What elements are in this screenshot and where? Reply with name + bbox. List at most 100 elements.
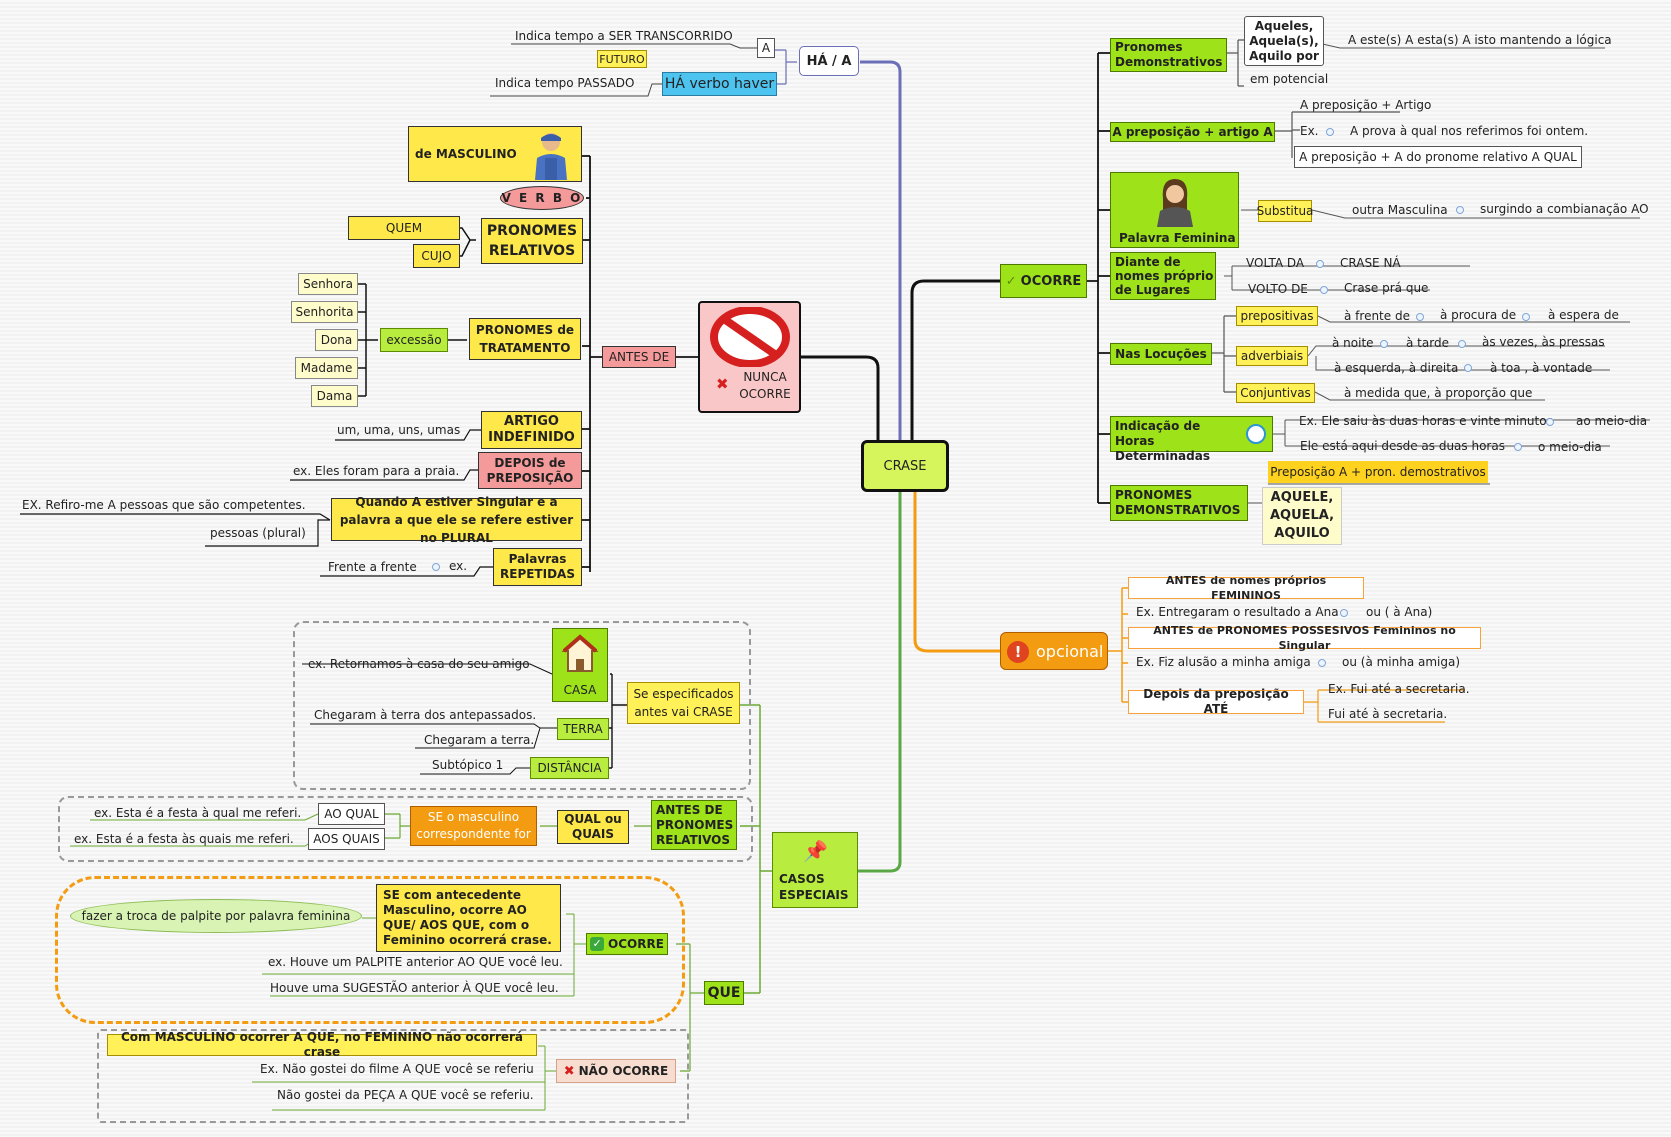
collapse-toggle[interactable] — [1546, 418, 1554, 426]
node-preposicao-artigo[interactable]: A preposição + artigo A — [1110, 122, 1275, 142]
node-que-ocorre[interactable]: ✓ OCORRE — [586, 933, 668, 955]
text-repetidas-ex: ex. — [449, 559, 468, 573]
check-icon: ✓ — [1005, 273, 1017, 289]
node-cujo[interactable]: CUJO — [413, 244, 460, 268]
node-horas[interactable]: Indicação de Horas Determinadas — [1110, 416, 1273, 463]
node-verbo[interactable]: V E R B O — [500, 186, 584, 210]
node-quem[interactable]: QUEM — [348, 216, 460, 240]
node-se-masculino[interactable]: SE o masculino correspondente for — [410, 806, 537, 846]
node-opcional[interactable]: ! opcional — [1000, 632, 1108, 670]
group-que-ocorre — [55, 876, 685, 1024]
node-singular-plural[interactable]: Quando A estiver Singular e a palavra a … — [331, 495, 582, 545]
node-prep-artigo-3[interactable]: A preposição + A do pronome relativo A Q… — [1294, 146, 1582, 168]
x-mark-icon: ✖ — [716, 375, 729, 393]
node-nao-desc[interactable]: Com MASCULINO ocorrer A QUE, no FEMININO… — [107, 1030, 537, 1059]
node-que[interactable]: QUE — [704, 981, 744, 1005]
collapse-toggle[interactable] — [1416, 313, 1424, 321]
collapse-toggle[interactable] — [1456, 206, 1464, 214]
node-artigo-indefinido[interactable]: ARTIGO INDEFINIDO — [481, 411, 582, 449]
node-ha-verbo-haver[interactable]: HÁ verbo haver — [662, 72, 777, 96]
text-opcional-ex1b: ou ( à Ana) — [1366, 605, 1433, 619]
node-que-antecedente[interactable]: SE com antecedente Masculino, ocorre AO … — [376, 884, 561, 952]
node-adverbiais[interactable]: adverbiais — [1236, 346, 1308, 366]
node-que-nao-ocorre[interactable]: ✖ NÃO OCORRE — [556, 1059, 676, 1083]
de-masculino-label: de MASCULINO — [415, 147, 517, 161]
text-horas-1b: ao meio-dia — [1576, 414, 1648, 428]
text-horas-2: Ele está aqui desde as duas horas — [1300, 439, 1505, 453]
node-pronomes-tratamento[interactable]: PRONOMES de TRATAMENTO — [469, 318, 581, 360]
collapse-toggle[interactable] — [1326, 128, 1334, 136]
node-fem-proprios[interactable]: ANTES de nomes próprios FEMININOS — [1128, 574, 1364, 602]
group-pronomes-relativos — [58, 796, 753, 862]
collapse-toggle[interactable] — [1514, 443, 1522, 451]
node-ate[interactable]: Depois da preposição ATÉ — [1128, 687, 1304, 716]
node-palavra-feminina[interactable]: Palavra Feminina — [1110, 172, 1239, 248]
node-especificados[interactable]: Se especificados antes vai CRASE — [627, 682, 740, 724]
text-a-desc: Indica tempo a SER TRANSCORRIDO — [515, 29, 733, 43]
node-locucoes[interactable]: Nas Locuções — [1110, 343, 1212, 365]
node-a[interactable]: A — [757, 38, 775, 58]
palavra-feminina-label: Palavra Feminina — [1119, 231, 1236, 245]
node-de-masculino[interactable]: de MASCULINO — [408, 126, 582, 182]
node-ocorre[interactable]: ✓ OCORRE — [1000, 264, 1087, 298]
node-nunca-ocorre[interactable]: ✖ NUNCA OCORRE — [698, 301, 801, 413]
tratamento-madame[interactable]: Madame — [295, 357, 358, 379]
text-opcional-ex2: Ex. Fiz alusão a minha amiga — [1136, 655, 1311, 669]
node-substitua[interactable]: Substitua — [1257, 200, 1313, 222]
collapse-toggle[interactable] — [432, 563, 440, 571]
text-volto-de: VOLTO DE — [1248, 282, 1308, 296]
node-casa[interactable]: CASA — [552, 628, 608, 702]
text-prep-item-2: à procura de — [1440, 308, 1517, 322]
node-prep-pron[interactable]: Preposição A + pron. demostrativos — [1268, 461, 1488, 483]
node-excecao[interactable]: excessão — [380, 328, 448, 352]
node-casos-especiais[interactable]: 📌 CASOS ESPECIAIS — [772, 832, 858, 908]
node-distancia[interactable]: DISTÂNCIA — [530, 757, 609, 779]
node-depois-de-preposicao[interactable]: DEPOIS de PREPOSIÇÃO — [478, 452, 582, 489]
collapse-toggle[interactable] — [1458, 340, 1466, 348]
node-ha-a[interactable]: HÁ / A — [799, 46, 859, 76]
text-casa-ex: ex. Retornamos à casa do seu amigo — [308, 657, 530, 671]
collapse-toggle[interactable] — [1316, 260, 1324, 268]
node-aos-quais[interactable]: AOS QUAIS — [308, 828, 385, 850]
node-aquele[interactable]: AQUELE, AQUELA, AQUILO — [1262, 487, 1342, 545]
node-palpite[interactable]: fazer a troca de palpite por palavra fem… — [70, 899, 362, 933]
text-crase-na: CRASE NÁ — [1340, 256, 1401, 270]
node-ao-qual[interactable]: AO QUAL — [318, 803, 385, 825]
node-antes-pronomes-relativos[interactable]: ANTES DE PRONOMES RELATIVOS — [651, 800, 737, 850]
collapse-toggle[interactable] — [1464, 364, 1472, 372]
text-horas-2b: o meio-dia — [1538, 440, 1602, 454]
node-lugares[interactable]: Diante de nomes próprio de Lugares — [1110, 252, 1216, 300]
forbidden-icon — [710, 307, 790, 367]
collapse-toggle[interactable] — [1318, 659, 1326, 667]
node-pronomes-relativos[interactable]: PRONOMES RELATIVOS — [481, 218, 583, 264]
text-singular-ex: EX. Refiro-me A pessoas que são competen… — [22, 498, 306, 512]
node-pronomes-demonstrativos[interactable]: Pronomes Demonstrativos — [1110, 38, 1227, 72]
collapse-toggle[interactable] — [1340, 609, 1348, 617]
tratamento-senhora[interactable]: Senhora — [298, 273, 358, 295]
woman-avatar-icon — [1157, 179, 1193, 227]
collapse-toggle[interactable] — [1522, 313, 1530, 321]
text-volta-da: VOLTA DA — [1246, 256, 1305, 270]
tratamento-dama[interactable]: Dama — [311, 385, 358, 407]
text-que-ex2: Houve uma SUGESTÃO anterior À QUE você l… — [270, 981, 559, 995]
node-qual-quais[interactable]: QUAL ou QUAIS — [557, 810, 629, 844]
center-node-crase[interactable]: CRASE — [861, 440, 949, 492]
opcional-label: opcional — [1036, 642, 1104, 661]
node-pronomes-demonstrativos-2[interactable]: PRONOMES DEMONSTRATIVOS — [1110, 485, 1248, 521]
text-adv-item-1: à noite — [1332, 336, 1374, 350]
text-horas-1: Ex. Ele saiu às duas horas e vinte minut… — [1299, 414, 1553, 428]
text-singular-ex2: pessoas (plural) — [210, 526, 306, 540]
node-palavras-repetidas[interactable]: Palavras REPETIDAS — [493, 548, 582, 586]
node-aqueles[interactable]: Aqueles, Aquela(s), Aquilo por — [1244, 16, 1324, 66]
collapse-toggle[interactable] — [1320, 286, 1328, 294]
tratamento-dona[interactable]: Dona — [315, 329, 358, 351]
node-terra[interactable]: TERRA — [557, 718, 609, 740]
node-possessivos[interactable]: ANTES de PRONOMES POSSESIVOS Femininos n… — [1128, 624, 1481, 652]
text-prep-item-3: à espera de — [1548, 308, 1619, 322]
node-conjuntivas[interactable]: Conjuntivas — [1236, 383, 1315, 403]
node-prepositivas[interactable]: prepositivas — [1236, 306, 1318, 326]
clock-icon — [1246, 424, 1266, 444]
collapse-toggle[interactable] — [1380, 340, 1388, 348]
tratamento-senhorita[interactable]: Senhorita — [291, 301, 358, 323]
node-antes-de[interactable]: ANTES DE — [602, 346, 676, 368]
